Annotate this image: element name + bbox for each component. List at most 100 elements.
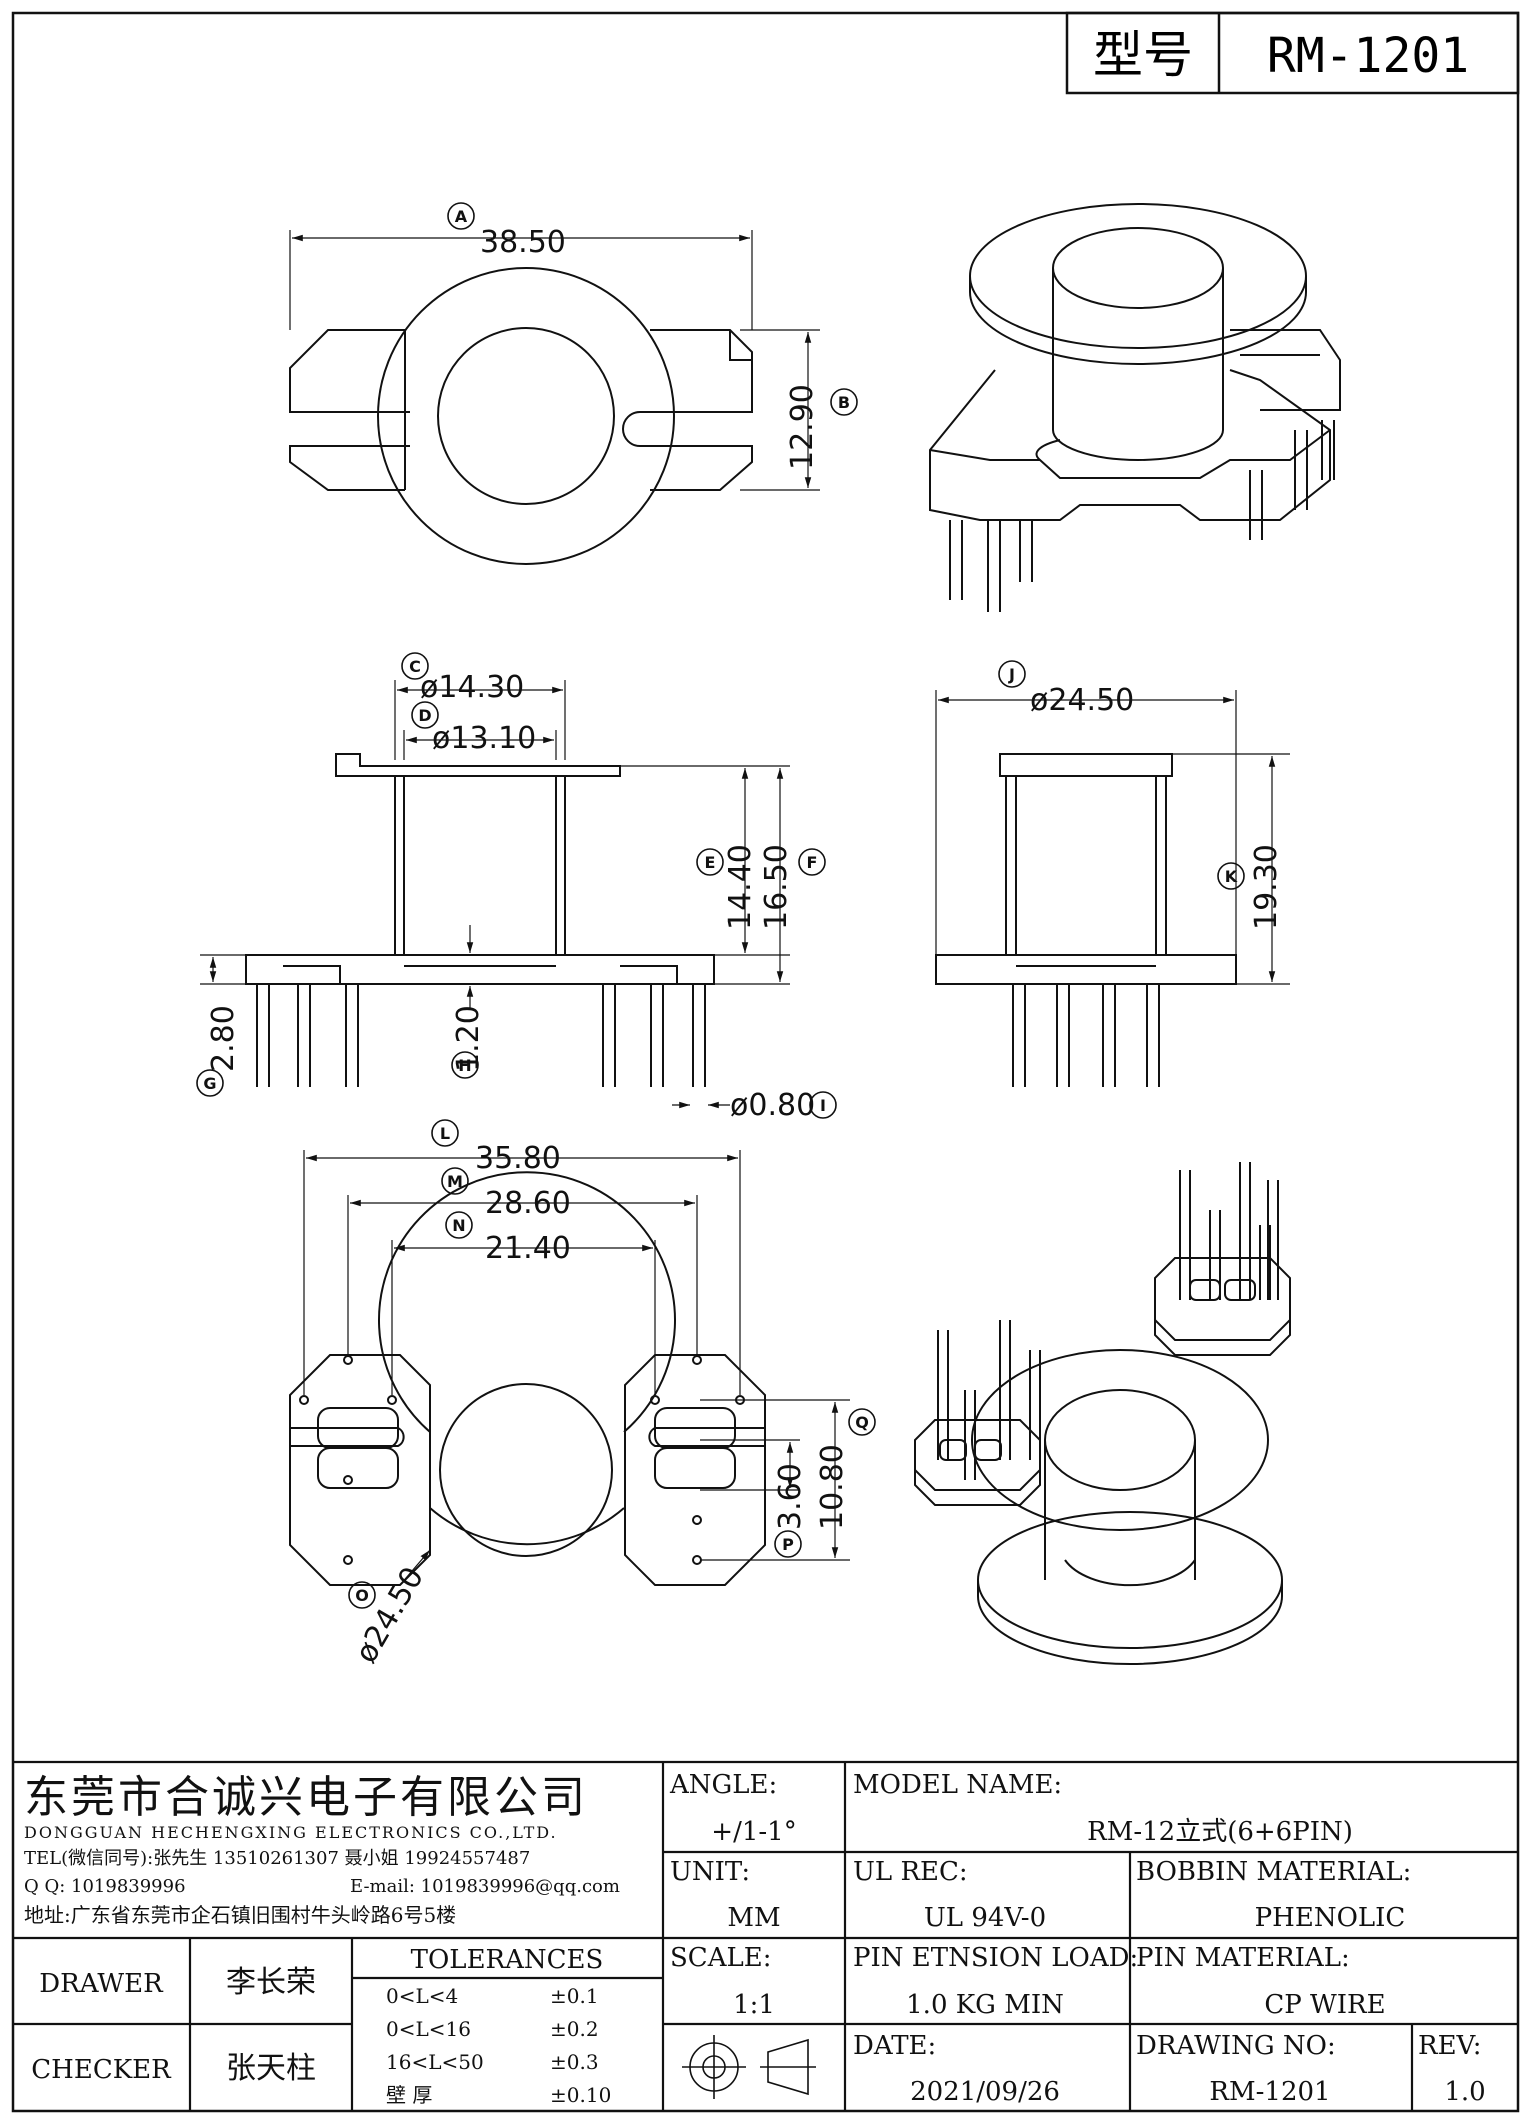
- date-label: DATE:: [853, 2031, 936, 2061]
- company-name-cn: 东莞市合诚兴电子有限公司: [24, 1772, 588, 1823]
- tolerance-range: 0<L<4: [386, 1984, 458, 2008]
- company-tel: TEL(微信同号):张先生 13510261307 聂小姐 1992455748…: [24, 1848, 530, 1869]
- dim-q-value: 10.80: [815, 1444, 850, 1530]
- company-qq: Q Q: 1019839996: [24, 1876, 186, 1897]
- dim-p-value: 3.60: [773, 1463, 808, 1530]
- svg-text:D: D: [418, 706, 431, 725]
- bobbin-material-value: PHENOLIC: [1255, 1903, 1406, 1933]
- rev-label: REV:: [1418, 2031, 1481, 2061]
- dim-e-marker: E: [696, 848, 724, 876]
- dim-o-marker: O: [348, 1581, 376, 1609]
- dim-a-marker: A: [447, 202, 475, 230]
- dim-h-marker: H: [451, 1051, 479, 1079]
- tolerance-value: ±0.2: [550, 2017, 599, 2041]
- side-view-dims: [935, 690, 1290, 985]
- pin-tension-label: PIN ETNSION LOAD:: [853, 1943, 1138, 1973]
- pin-material-label: PIN MATERIAL:: [1136, 1943, 1350, 1973]
- scale-value: 1:1: [733, 1990, 775, 2020]
- checker-value: 张天柱: [226, 2051, 316, 2086]
- tolerance-range: 16<L<50: [386, 2050, 484, 2074]
- date-value: 2021/09/26: [910, 2077, 1060, 2107]
- svg-text:E: E: [705, 853, 716, 872]
- dim-g-marker: G: [196, 1069, 224, 1097]
- dim-n-value: 21.40: [485, 1231, 571, 1266]
- dim-l-marker: L: [431, 1119, 459, 1147]
- svg-text:H: H: [458, 1056, 471, 1075]
- dim-c-marker: C: [401, 652, 429, 680]
- svg-text:I: I: [820, 1096, 826, 1115]
- type-label: 型号: [1093, 26, 1193, 84]
- dim-d-marker: D: [411, 701, 439, 729]
- iso-view-1: [929, 203, 1341, 612]
- ul-rec-label: UL REC:: [853, 1857, 968, 1887]
- dim-d-value: ø13.10: [432, 721, 536, 756]
- svg-text:Q: Q: [855, 1413, 869, 1432]
- svg-text:B: B: [838, 393, 850, 412]
- dim-o-value: ø24.50: [349, 1561, 431, 1669]
- svg-text:C: C: [409, 657, 421, 676]
- sheet-border: [11, 11, 1520, 2113]
- unit-value: MM: [727, 1903, 780, 1933]
- tolerance-range: 0<L<16: [386, 2017, 471, 2041]
- svg-text:K: K: [1225, 867, 1238, 886]
- dim-e-value: 14.40: [723, 844, 758, 930]
- svg-text:A: A: [455, 207, 468, 226]
- dim-j-value: ø24.50: [1030, 683, 1134, 718]
- checker-label: CHECKER: [31, 2055, 172, 2085]
- dim-b-value: 12.90: [785, 384, 820, 470]
- bottom-view-dims: [303, 1150, 850, 1586]
- projection-symbol-icon: [682, 2035, 816, 2099]
- dim-b-marker: B: [830, 388, 858, 416]
- angle-value: +/1-1°: [711, 1817, 796, 1847]
- dim-i-marker: I: [809, 1091, 837, 1119]
- drawer-value: 李长荣: [226, 1965, 316, 2000]
- bobbin-material-label: BOBBIN MATERIAL:: [1136, 1857, 1411, 1887]
- svg-text:N: N: [452, 1216, 465, 1235]
- dim-c-value: ø14.30: [420, 670, 524, 705]
- rev-value: 1.0: [1444, 2077, 1485, 2107]
- top-view: [289, 267, 753, 565]
- dim-l-value: 35.80: [475, 1141, 561, 1176]
- tolerances-title: TOLERANCES: [411, 1945, 604, 1975]
- tolerance-range: 壁 厚: [386, 2083, 432, 2107]
- tolerance-value: ±0.3: [550, 2050, 599, 2074]
- dim-j-marker: J: [998, 660, 1026, 688]
- pin-material-value: CP WIRE: [1264, 1990, 1385, 2020]
- dim-b-lines: [740, 329, 820, 491]
- drawing-no-label: DRAWING NO:: [1136, 2031, 1336, 2061]
- title-block-grid: [13, 1760, 1518, 2111]
- angle-label: ANGLE:: [669, 1770, 777, 1800]
- unit-label: UNIT:: [670, 1857, 750, 1887]
- dim-g-value: 2.80: [206, 1005, 241, 1072]
- dim-m-value: 28.60: [485, 1186, 571, 1221]
- dim-q-marker: Q: [848, 1408, 876, 1436]
- pin-tension-value: 1.0 KG MIN: [906, 1990, 1064, 2020]
- iso-view-2: [914, 1162, 1291, 1665]
- ul-rec-value: UL 94V-0: [924, 1903, 1046, 1933]
- dim-a-value: 38.50: [480, 225, 566, 260]
- front-view-dims: [200, 680, 790, 1109]
- bottom-view: [289, 1171, 766, 1586]
- svg-text:O: O: [355, 1586, 369, 1605]
- type-value: RM-1201: [1267, 28, 1469, 84]
- side-view: [935, 753, 1237, 1087]
- svg-text:G: G: [203, 1074, 216, 1093]
- dim-a-lines: [289, 230, 753, 330]
- model-name-value: RM-12立式(6+6PIN): [1087, 1817, 1353, 1847]
- svg-text:M: M: [447, 1172, 463, 1191]
- dim-p-marker: P: [774, 1530, 802, 1558]
- tolerance-value: ±0.10: [550, 2083, 611, 2107]
- tolerance-value: ±0.1: [550, 1984, 599, 2008]
- scale-label: SCALE:: [670, 1943, 772, 1973]
- svg-text:F: F: [807, 853, 818, 872]
- drawer-label: DRAWER: [39, 1969, 164, 1999]
- drawing-no-value: RM-1201: [1209, 2077, 1330, 2107]
- dim-i-value: ø0.80: [730, 1088, 815, 1123]
- svg-text:P: P: [782, 1535, 794, 1554]
- dim-f-marker: F: [798, 848, 826, 876]
- dim-m-marker: M: [441, 1167, 469, 1195]
- svg-text:L: L: [440, 1124, 450, 1143]
- model-title-box: 型号 RM-1201: [1065, 11, 1520, 95]
- company-name-en: DONGGUAN HECHENGXING ELECTRONICS CO.,LTD…: [24, 1823, 558, 1842]
